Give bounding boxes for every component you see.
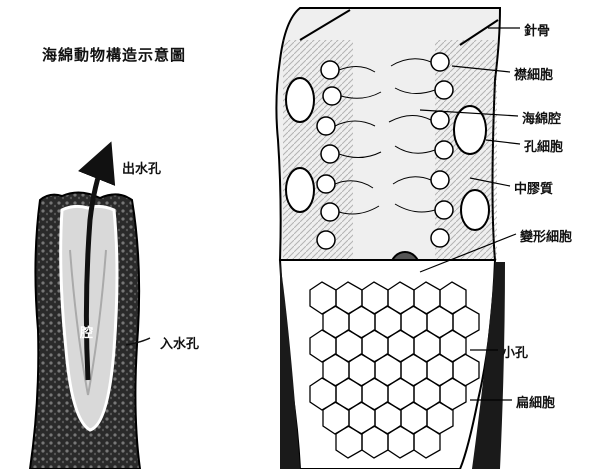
- cavity-label: 腔: [80, 322, 93, 341]
- label-mesohyl: 中膠質: [514, 178, 553, 197]
- outflow-label: 出水孔: [122, 158, 161, 177]
- inflow-label: 入水孔: [160, 333, 199, 352]
- label-spongocoel: 海綿腔: [522, 108, 561, 127]
- label-spicule: 針骨: [524, 20, 550, 39]
- label-collar-cell: 襟細胞: [514, 64, 553, 83]
- label-porocyte: 孔細胞: [524, 136, 563, 155]
- outer-surface-lattice: [280, 260, 505, 469]
- sponge-wall-section: [276, 8, 500, 292]
- label-pore: 小孔: [502, 342, 528, 361]
- label-pinacocyte: 扁細胞: [516, 392, 555, 411]
- label-amoebocyte: 變形細胞: [520, 226, 572, 245]
